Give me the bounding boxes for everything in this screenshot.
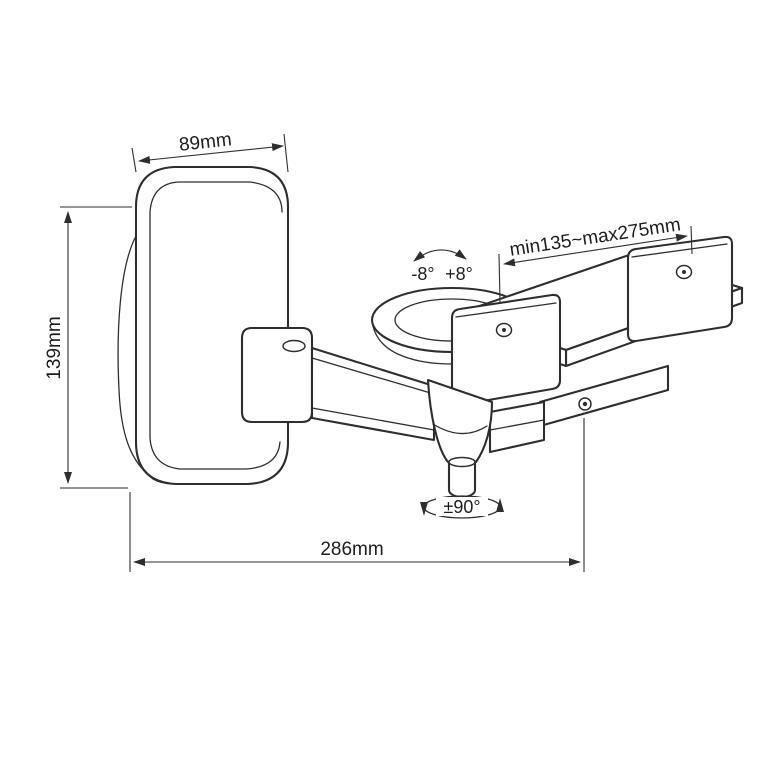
- far-clamp-body: [626, 235, 734, 343]
- range-extension-left: [498, 253, 501, 303]
- width-extension-right: [283, 133, 289, 173]
- dimension-height: 139mm: [44, 206, 132, 489]
- link-block-seam: [489, 419, 545, 431]
- swivel-range-indicator: ±90°: [420, 495, 504, 519]
- range-dimension-line: [503, 233, 688, 267]
- depth-dimension-label: 286mm: [320, 539, 383, 560]
- arm-edge-bottom: [311, 407, 435, 431]
- pivot-cylinder-top: [448, 456, 476, 468]
- wall-plate-outline: [134, 165, 290, 486]
- mount-bracket-hole: [282, 339, 306, 353]
- tilt-indicator: -8° +8°: [411, 249, 473, 284]
- width-dimension-line: [138, 143, 284, 164]
- near-clamp-plate: [450, 293, 562, 407]
- far-clamp-plate: [626, 235, 734, 343]
- wall-plate: [117, 165, 290, 486]
- swivel-range-label: ±90°: [443, 497, 480, 517]
- mount-bracket: [240, 326, 314, 424]
- dimension-width: 89mm: [131, 129, 289, 173]
- dimension-depth: 286mm: [129, 418, 585, 572]
- near-clamp-screw-center: [502, 328, 506, 332]
- width-extension-left: [131, 147, 137, 173]
- link-block-body: [488, 400, 546, 454]
- swivel-arrowhead-left: [420, 502, 428, 516]
- extension-arm: [310, 346, 436, 442]
- height-dimension-label: 139mm: [44, 316, 65, 379]
- tilt-negative-label: -8°: [411, 264, 434, 284]
- arm-edge-top: [311, 357, 435, 395]
- wall-plate-inner-contour: [149, 181, 283, 470]
- near-clamp-body: [450, 293, 562, 407]
- clamp-link-block: [488, 400, 546, 454]
- tilt-positive-label: +8°: [445, 264, 473, 284]
- range-extension-right: [690, 225, 693, 255]
- arm-body: [310, 346, 436, 442]
- pivot-housing: [426, 378, 494, 499]
- swivel-arrowhead-right: [496, 498, 504, 512]
- swivel-label-mask: [436, 497, 488, 516]
- far-clamp-screw-center: [682, 270, 686, 274]
- rail-adjust-bolt-center: [582, 401, 588, 407]
- tilt-arc: [413, 249, 467, 262]
- near-clamp-top-lip: [455, 302, 557, 318]
- pivot-bell-contour: [432, 423, 488, 435]
